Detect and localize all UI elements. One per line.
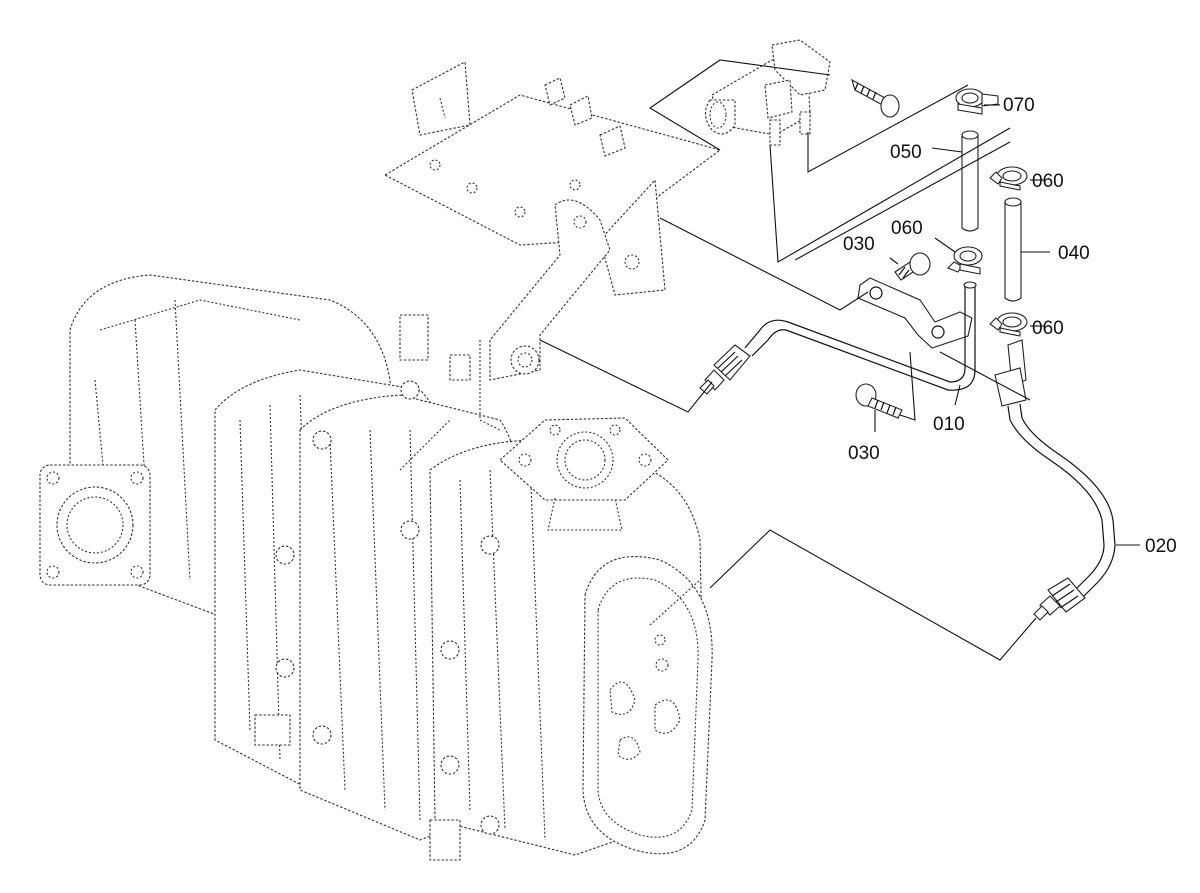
- clamp-060-left: [947, 246, 983, 275]
- bolt-030-lower: [855, 383, 903, 419]
- label-060-right-upper: 060: [1032, 171, 1064, 192]
- label-060-right-lower: 060: [1032, 318, 1064, 339]
- clamp-060-right-upper: [989, 166, 1028, 191]
- sensor-bolt: [851, 78, 900, 118]
- differential-pressure-sensor: [704, 39, 831, 146]
- pipe-020: [994, 339, 1116, 621]
- clamp-060-right-lower: [989, 312, 1028, 337]
- label-050: 050: [890, 142, 922, 163]
- hose-050: [961, 130, 979, 232]
- label-020: 020: [1145, 536, 1177, 557]
- label-060-left: 060: [891, 218, 923, 239]
- label-030-lower: 030: [848, 443, 880, 464]
- label-030-upper: 030: [843, 234, 875, 255]
- bolt-030-upper: [894, 252, 931, 281]
- label-070: 070: [1003, 95, 1035, 116]
- sensor-bracket: [383, 61, 722, 431]
- part-labels: 070 050 060 030 060 040 060 010 030 020: [843, 95, 1177, 557]
- reference-lines: [399, 59, 1140, 661]
- clamp-070: [955, 88, 999, 115]
- pipe-010: [699, 277, 977, 395]
- hose-040: [1004, 197, 1022, 302]
- label-040: 040: [1058, 243, 1090, 264]
- label-010: 010: [933, 414, 965, 435]
- dpf-muffler-assembly: [39, 274, 713, 861]
